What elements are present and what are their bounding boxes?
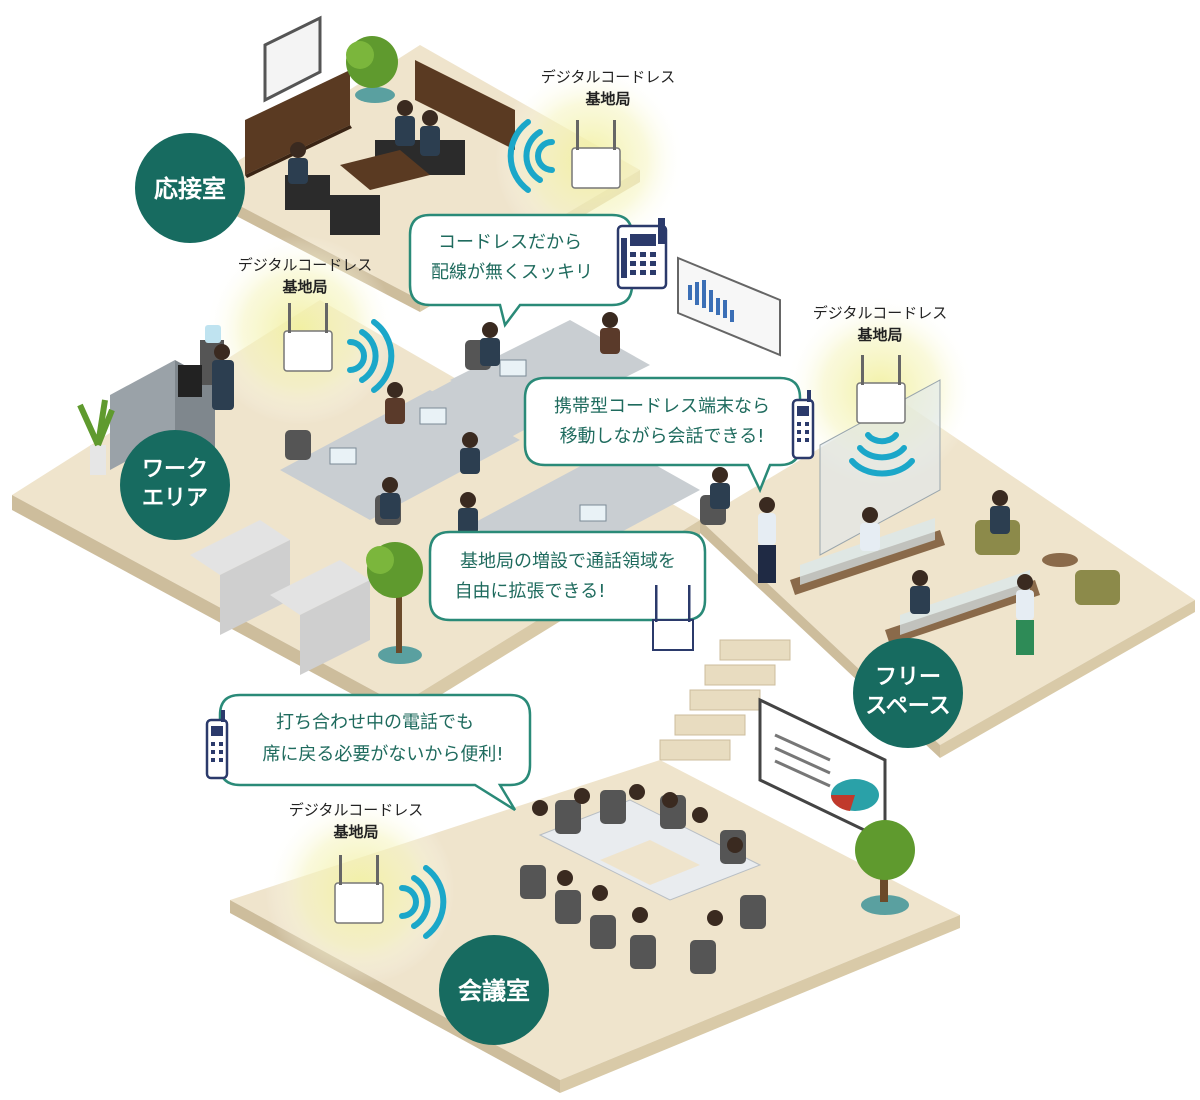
speech-bubble: 打ち合わせ中の電話でも 席に戻る必要がないから便利! — [218, 693, 532, 812]
wifi-signal-icon — [347, 319, 395, 393]
stairs — [659, 639, 791, 761]
wifi-signal-icon — [399, 865, 447, 939]
coverage-glow — [205, 235, 395, 425]
bubble-text: 配線が無くスッキリ — [431, 262, 593, 283]
bubble-text: 自由に拡張できる! — [455, 581, 606, 602]
cordless-handset-icon — [205, 710, 229, 780]
speech-bubble: コードレスだから 配線が無くスッキリ — [408, 213, 634, 328]
bubble-text: 打ち合わせ中の電話でも — [276, 712, 474, 733]
base-station-label-line1: デジタルコードレス — [289, 801, 423, 819]
room-label: ワーク — [142, 457, 208, 482]
room-badge-reception: 応接室 — [135, 133, 245, 243]
speech-bubble: 基地局の増設で通話領域を 自由に拡張できる! — [428, 530, 707, 622]
room-label: フリー — [875, 665, 941, 690]
base-station-icon — [283, 303, 333, 372]
speech-bubble: 携帯型コードレス端末なら 移動しながら会話できる! — [523, 376, 802, 494]
base-station-label: デジタルコードレス 基地局 — [238, 256, 372, 296]
base-station-label-line1: デジタルコードレス — [238, 256, 372, 274]
desk-phone-icon — [616, 218, 668, 290]
wifi-signal-icon — [507, 119, 555, 193]
meeting-room-furniture — [520, 697, 915, 974]
base-station-icon — [334, 855, 384, 924]
room-label: スペース — [865, 694, 950, 719]
base-station-label-line2: 基地局 — [332, 823, 378, 841]
bubble-text: 基地局の増設で通話領域を — [460, 551, 676, 572]
base-station-label-line2: 基地局 — [856, 326, 902, 344]
base-station-label: デジタルコードレス 基地局 — [289, 801, 423, 841]
bubble-text: 携帯型コードレス端末なら — [554, 396, 770, 417]
room-label: 会議室 — [458, 977, 530, 1005]
bubble-text: コードレスだから — [438, 232, 582, 253]
reception-furniture — [245, 15, 515, 235]
base-station-icon — [856, 355, 906, 424]
room-badge-free-space: フリー スペース — [853, 638, 963, 748]
bubble-text: 席に戻る必要がないから便利! — [262, 744, 503, 765]
base-station-label-line1: デジタルコードレス — [541, 68, 675, 86]
bubble-text: 移動しながら会話できる! — [560, 426, 765, 447]
cordless-handset-icon — [791, 390, 815, 460]
room-badge-work-area: ワーク エリア — [120, 430, 230, 540]
room-badge-meeting-room: 会議室 — [439, 935, 549, 1045]
base-station-label-line2: 基地局 — [584, 90, 630, 108]
base-station-label-line1: デジタルコードレス — [813, 304, 947, 322]
base-station-label: デジタルコードレス 基地局 — [541, 68, 675, 108]
room-label: 応接室 — [154, 175, 226, 203]
wifi-signal-icon — [849, 432, 915, 477]
base-station-icon — [571, 120, 621, 189]
room-label: エリア — [142, 486, 208, 511]
base-station-label-line2: 基地局 — [281, 278, 327, 296]
base-station-label: デジタルコードレス 基地局 — [813, 304, 947, 344]
base-station-icon — [652, 585, 694, 651]
